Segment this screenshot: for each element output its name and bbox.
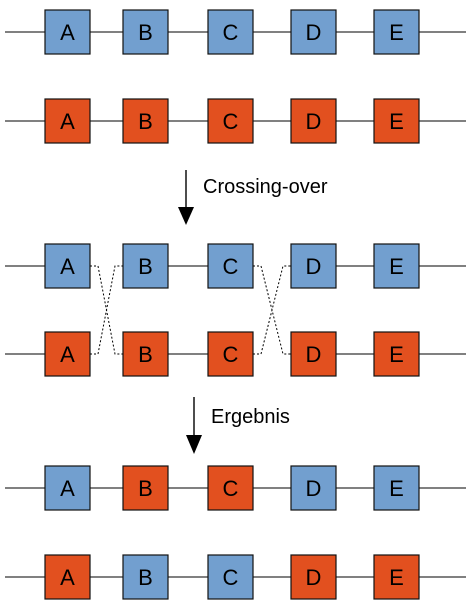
row-4-crossing-bottom: A B C D E [5,331,466,377]
gene-label-a: A [60,342,75,367]
gene-box-e [373,554,420,600]
row-6-result-bottom: A B C D E [5,554,466,600]
gene-box-a [44,243,91,289]
gene-box-e [373,331,420,377]
gene-label-b: B [138,109,153,134]
gene-box-a [44,554,91,600]
gene-label-c: C [223,565,239,590]
gene-label-c: C [223,476,239,501]
row-1-blue: A B C D E [5,9,466,55]
gene-label-c: C [223,342,239,367]
gene-box-e [373,465,420,511]
gene-label-d: D [306,565,322,590]
gene-box-c [207,331,254,377]
gene-box-a [44,465,91,511]
gene-box-b [122,9,169,55]
gene-label-b: B [138,476,153,501]
gene-box-c [207,554,254,600]
gene-label-d: D [306,109,322,134]
gene-box-c [207,98,254,144]
gene-box-d [290,98,337,144]
gene-box-b [122,98,169,144]
gene-label-b: B [138,254,153,279]
gene-box-b [122,243,169,289]
gene-label-d: D [306,476,322,501]
gene-label-e: E [389,565,404,590]
gene-label-d: D [306,342,322,367]
chromosome-rows: A B C D E A B C D E A B C D E A B C D E A B C D E A B C D E [5,9,466,600]
gene-label-e: E [389,109,404,134]
gene-box-b [122,465,169,511]
gene-label-d: D [306,20,322,45]
row-5-result-top: A B C D E [5,465,466,511]
gene-box-a [44,9,91,55]
gene-label-a: A [60,254,75,279]
gene-label-a: A [60,476,75,501]
gene-label-e: E [389,342,404,367]
gene-box-c [207,243,254,289]
gene-box-a [44,98,91,144]
gene-label-c: C [223,254,239,279]
gene-label-a: A [60,565,75,590]
gene-label-e: E [389,476,404,501]
crossing-a-b-connector-2 [90,265,123,355]
gene-label-e: E [389,254,404,279]
gene-box-e [373,9,420,55]
gene-box-b [122,554,169,600]
gene-label-c: C [223,109,239,134]
crossing-over-arrow [178,170,194,225]
gene-label-a: A [60,20,75,45]
result-arrow [186,397,202,454]
crossing-lines [90,264,291,356]
gene-box-c [207,465,254,511]
gene-box-c [207,9,254,55]
gene-label-e: E [389,20,404,45]
row-3-crossing-top: A B C D E [5,243,466,289]
gene-box-d [290,331,337,377]
gene-box-e [373,243,420,289]
crossing-over-label: Crossing-over [203,176,328,198]
gene-box-d [290,465,337,511]
gene-box-b [122,331,169,377]
gene-label-b: B [138,565,153,590]
result-label: Ergebnis [211,406,290,428]
gene-label-d: D [306,254,322,279]
row-2-red: A B C D E [5,98,466,144]
gene-box-d [290,9,337,55]
crossing-c-d-connector-2 [253,265,291,355]
gene-label-a: A [60,109,75,134]
gene-box-d [290,554,337,600]
gene-box-e [373,98,420,144]
gene-label-b: B [138,342,153,367]
gene-label-c: C [223,20,239,45]
gene-label-b: B [138,20,153,45]
gene-box-d [290,243,337,289]
